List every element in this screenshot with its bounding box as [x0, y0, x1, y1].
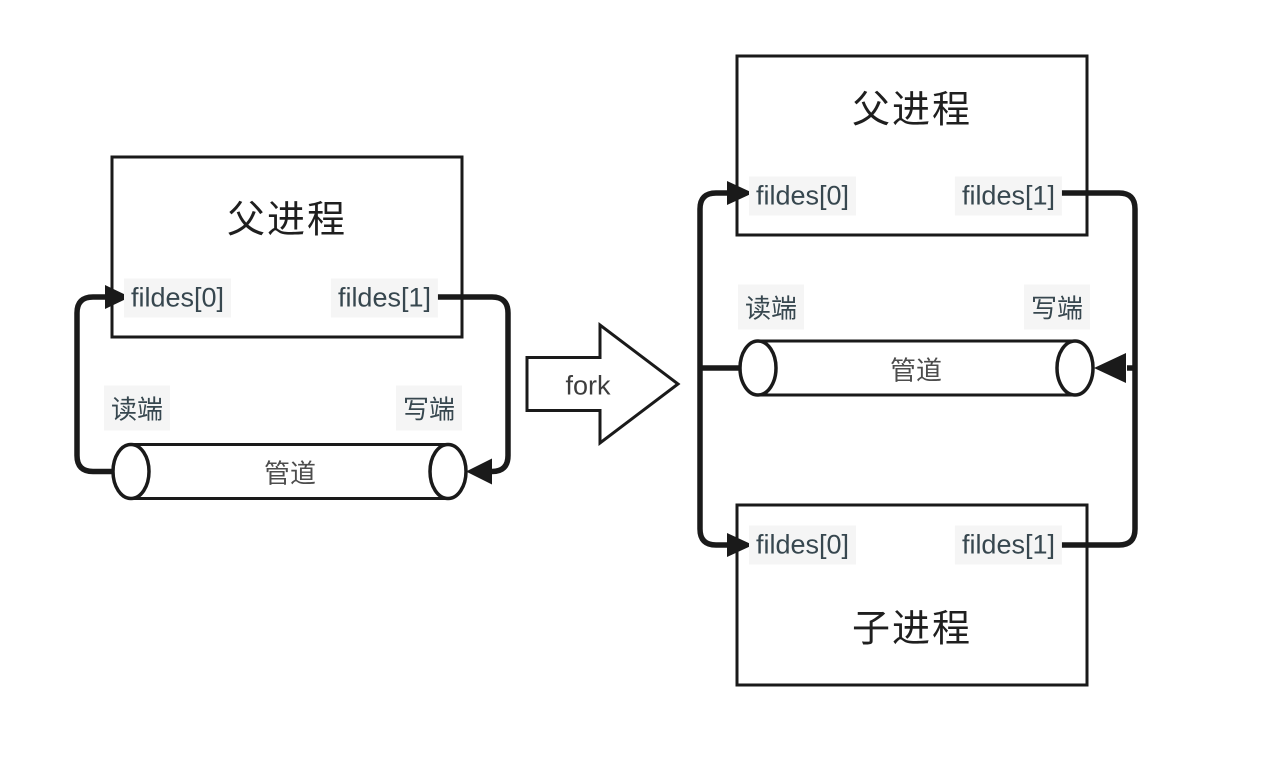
- left-fildes1-label: fildes[1]: [330, 278, 438, 318]
- right-pipe-label: 管道: [889, 355, 943, 386]
- left-write-connector: [433, 294, 511, 475]
- fork-arrow-icon: [525, 321, 681, 447]
- right-pipe-write-end: [1055, 339, 1095, 397]
- left-pipe-label: 管道: [263, 458, 317, 489]
- left-pipe-cylinder: [111, 442, 468, 501]
- left-read-connector: [74, 294, 131, 475]
- right-parent-read-arrowhead-icon: [727, 181, 753, 205]
- right-read-end-label: 读端: [738, 284, 805, 330]
- right-parent-fildes0-label: fildes[0]: [749, 176, 857, 216]
- right-write-end-label: 写端: [1023, 284, 1090, 330]
- right-child-read-arrowhead-icon: [727, 533, 753, 557]
- right-write-arrowhead-icon: [1094, 353, 1126, 383]
- right-child-process-title: 子进程: [851, 608, 973, 651]
- right-child-fildes0-label: fildes[0]: [749, 525, 857, 565]
- left-write-end-label: 写端: [395, 385, 462, 431]
- fork-label: fork: [565, 370, 611, 401]
- right-parent-process-title: 父进程: [851, 89, 973, 132]
- right-pipe-read-end: [738, 339, 778, 397]
- left-parent-process-title: 父进程: [226, 199, 348, 242]
- left-pipe-write-end: [428, 442, 468, 501]
- right-parent-fildes1-label: fildes[1]: [954, 176, 1062, 216]
- right-pipe-cylinder: [738, 339, 1095, 397]
- left-read-end-label: 读端: [104, 385, 171, 431]
- right-child-fildes1-label: fildes[1]: [954, 525, 1062, 565]
- left-write-arrowhead-icon: [466, 458, 492, 485]
- left-read-arrowhead-icon: [105, 285, 130, 309]
- left-fildes0-label: fildes[0]: [124, 278, 232, 318]
- left-pipe-read-end: [111, 442, 151, 501]
